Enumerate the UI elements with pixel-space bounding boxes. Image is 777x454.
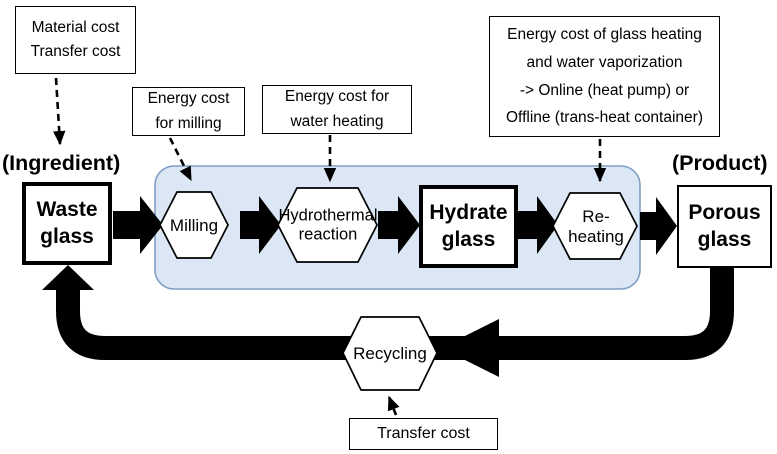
text-line: glass [40, 224, 94, 248]
text-line: and water vaporization [526, 53, 683, 71]
text-line: water heating [290, 112, 384, 130]
flow-arrow-hydrothermal-to-hydrate [378, 196, 420, 254]
product-stage-label: (Product) [672, 151, 768, 175]
dashed-arrow-material-cost [52, 77, 66, 146]
hydrothermal-hexagon [277, 187, 378, 263]
text-line: Waste [36, 198, 98, 222]
text-line: heating [568, 227, 624, 246]
text-line: Energy cost [147, 90, 230, 108]
text-line: Hydrothermal [278, 206, 378, 225]
text-line: Re- [582, 206, 610, 226]
recycling-hexagon-label: Recycling [353, 343, 427, 363]
transfer-cost-label: Transfer cost [349, 418, 498, 450]
hydrate-glass-node: Hydrate glass [419, 185, 518, 268]
milling-cost-label: Energy cost for milling [132, 87, 245, 136]
text-line: Offline (trans-heat container) [505, 109, 703, 127]
dashed-arrow-milling-cost [168, 137, 193, 182]
text-line: Porous [688, 201, 761, 225]
recycling-hexagon [342, 316, 438, 391]
text-line: glass [697, 227, 752, 251]
water-heating-cost-label: Energy cost for water heating [262, 85, 412, 134]
glass-heating-cost-label: Energy cost of glass heating and water v… [489, 16, 720, 137]
flow-arrow-milling-to-hydrothermal [240, 196, 281, 254]
text-line: Transfer cost [377, 424, 470, 442]
milling-hexagon-label: Milling [169, 215, 219, 235]
flow-arrow-waste-to-milling [113, 196, 163, 254]
reheating-hexagon-label: Re- heating [568, 207, 624, 247]
text-line: for milling [155, 114, 222, 132]
flow-arrow-reheating-to-porous [640, 197, 677, 255]
text-line: glass [441, 227, 496, 251]
reheating-hexagon [552, 192, 638, 260]
flow-arrow-hydrate-to-reheating [518, 196, 558, 254]
material-cost-label: Material cost Transfer cost [15, 6, 136, 74]
text-line: Energy cost for [284, 88, 390, 106]
dashed-arrow-transfer-cost [387, 395, 400, 416]
recycle-up-arrowhead [42, 265, 94, 290]
text-line: Hydrate [429, 201, 508, 225]
text-line: -> Online (heat pump) or [519, 81, 690, 99]
milling-hexagon [159, 191, 229, 259]
porous-glass-node: Porous glass [677, 185, 772, 268]
ingredient-stage-label: (Ingredient) [2, 151, 121, 175]
text-line: Energy cost of glass heating [507, 25, 702, 43]
recycle-left-arrowhead [441, 319, 499, 377]
waste-glass-node: Waste glass [22, 182, 112, 265]
text-line: Material cost [31, 18, 120, 36]
hydrothermal-hexagon-label: Hydrothermal reaction [278, 207, 377, 246]
text-line: Transfer cost [30, 43, 121, 60]
text-line: reaction [298, 226, 358, 244]
